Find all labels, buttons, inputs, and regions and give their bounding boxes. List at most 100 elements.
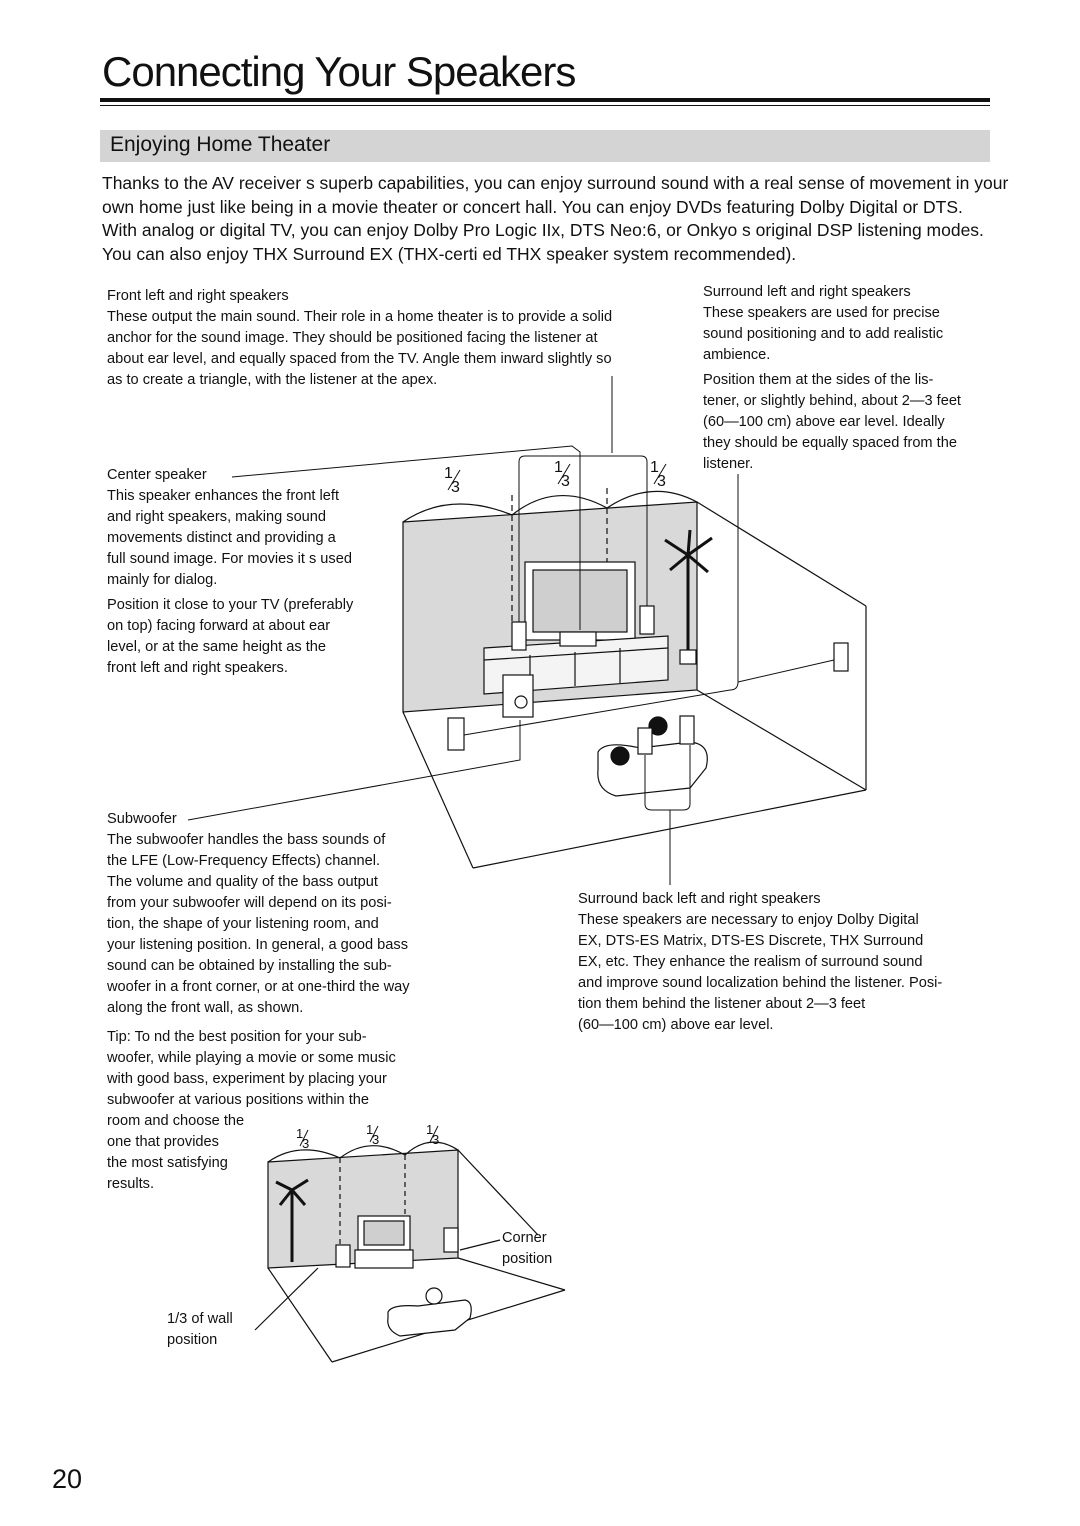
fraction-denominator: 3 [561,473,570,490]
center-line: full sound image. For movies it s used [107,551,352,567]
fraction-denominator: 3 [432,1132,439,1147]
subwoofer-line: The volume and quality of the bass outpu… [107,874,378,890]
intro-line: With analog or digital TV, you can enjoy… [102,220,984,240]
surround-line: (60—100 cm) above ear level. Ideally [703,414,945,430]
surround-line: listener. [703,456,754,472]
intro-line: Thanks to the AV receiver s superb capab… [102,173,1009,193]
surround-back-line: tion them behind the listener about 2—3 … [578,996,866,1012]
center-line: level, or at the same height as the [107,639,327,655]
intro-line: own home just like being in a movie thea… [102,196,963,217]
fraction-numerator: 1 [366,1122,373,1137]
center-line: This speaker enhances the front left [107,488,340,504]
tip-line: subwoofer at various positions within th… [107,1092,370,1108]
title-rule-thin [100,105,990,106]
center-line: front left and right speakers. [107,660,288,676]
fraction-denominator: 3 [372,1132,379,1147]
small-room [254,1141,566,1363]
callout-lines [187,376,835,885]
subwoofer-line: The subwoofer handles the bass sounds of [107,832,386,848]
center-speaker-block: Center speaker This speaker enhances the… [107,465,353,679]
wall-label-line: position [167,1332,218,1348]
center-line: mainly for dialog. [107,572,218,588]
center-line: movements distinct and providing a [107,530,336,546]
surround-line: Position them at the sides of the lis- [703,372,934,388]
subwoofer-line: along the front wall, as shown. [107,1000,304,1016]
subwoofer-line: sound can be obtained by installing the … [107,958,392,974]
fraction-denominator: 3 [657,473,666,490]
fraction-denominator: 3 [451,479,460,496]
surround-line: sound positioning and to add realistic [703,326,944,342]
surround-back-block: Surround back left and right speakers Th… [578,889,942,1036]
surround-heading: Surround left and right speakers [703,284,911,300]
fraction-numerator: 1 [296,1126,303,1141]
tip-block: Tip: To nd the best position for your su… [107,1027,396,1195]
palm-plant [664,529,713,665]
sofa [597,716,708,797]
page-title: Connecting Your Speakers [102,48,576,95]
surround-back-line: EX, DTS-ES Matrix, DTS-ES Discrete, THX … [578,933,924,949]
page-number: 20 [52,1464,83,1494]
subwoofer-line: your listening position. In general, a g… [107,937,408,953]
subwoofer [502,674,534,718]
front-line: These output the main sound. Their role … [107,309,613,325]
front-left-speaker [511,621,527,651]
section-title: Enjoying Home Theater [110,133,331,156]
front-line: about ear level, and equally spaced from… [107,351,612,367]
center-line: on top) facing forward at about ear [107,618,331,634]
fraction-numerator: 1 [650,459,659,476]
fraction-numerator: 1 [426,1122,433,1137]
subwoofer-line: woofer in a front corner, or at one-thir… [107,979,410,995]
surround-speakers-block: Surround left and right speakers These s… [703,282,961,475]
surround-back-line: EX, etc. They enhance the realism of sur… [578,954,923,970]
room-walls [402,501,867,869]
surround-line: ambience. [703,347,771,363]
surround-back-left-speaker [637,727,653,755]
surround-line: These speakers are used for precise [703,305,940,321]
tip-line: with good bass, experiment by placing yo… [107,1071,387,1087]
fraction-numerator: 1 [554,459,563,476]
center-line: Position it close to your TV (preferably [107,597,354,613]
subwoofer-line: tion, the shape of your listening room, … [107,916,379,932]
surround-back-right-speaker [679,715,695,745]
surround-right-speaker [833,642,849,672]
surround-left-speaker [447,717,465,751]
corner-label-line: position [502,1251,553,1267]
fraction-slashes [299,463,667,1147]
section-bar [100,130,990,162]
title-rule [100,98,990,102]
center-heading: Center speaker [107,467,207,483]
subwoofer-heading: Subwoofer [107,811,177,827]
tip-line: room and choose the [107,1113,245,1129]
fraction-denominator: 3 [302,1136,309,1151]
center-line: and right speakers, making sound [107,509,327,525]
tip-line: the most satisfying [107,1155,228,1171]
fraction-thirds: 1 3 1 3 1 3 1 3 1 3 1 3 [296,459,666,1151]
intro-paragraph: Thanks to the AV receiver s superb capab… [102,172,1077,266]
intro-line: You can also enjoy THX Surround EX (THX-… [102,243,797,264]
fraction-numerator: 1 [444,465,453,482]
tip-line: Tip: To nd the best position for your su… [107,1029,367,1045]
tip-line: results. [107,1176,155,1192]
subwoofer-block: Subwoofer The subwoofer handles the bass… [107,809,410,1019]
front-heading: Front left and right speakers [107,288,289,304]
front-speakers-block: Front left and right speakers These outp… [107,286,612,391]
surround-back-line: and improve sound localization behind th… [578,975,943,991]
corner-label-line: Corner [502,1230,547,1246]
surround-line: tener, or slightly behind, about 2—3 fee… [703,393,961,409]
tip-line: one that provides [107,1134,219,1150]
wall-label-line: 1/3 of wall [167,1311,233,1327]
front-right-speaker [639,605,655,635]
wall-position-label: 1/3 of wall position [167,1309,233,1351]
surround-back-line: (60—100 cm) above ear level. [578,1017,774,1033]
third-arcs [402,488,698,625]
surround-back-heading: Surround back left and right speakers [578,891,821,907]
front-line: anchor for the sound image. They should … [107,330,598,346]
tip-line: woofer, while playing a movie or some mu… [107,1050,396,1066]
front-line: as to create a triangle, with the listen… [107,372,438,388]
corner-position-label: Corner position [502,1228,552,1270]
subwoofer-line: the LFE (Low-Frequency Effects) channel. [107,853,381,869]
surround-line: they should be equally spaced from the [703,435,957,451]
subwoofer-line: from your subwoofer will depend on its p… [107,895,392,911]
surround-back-line: These speakers are necessary to enjoy Do… [578,912,919,928]
